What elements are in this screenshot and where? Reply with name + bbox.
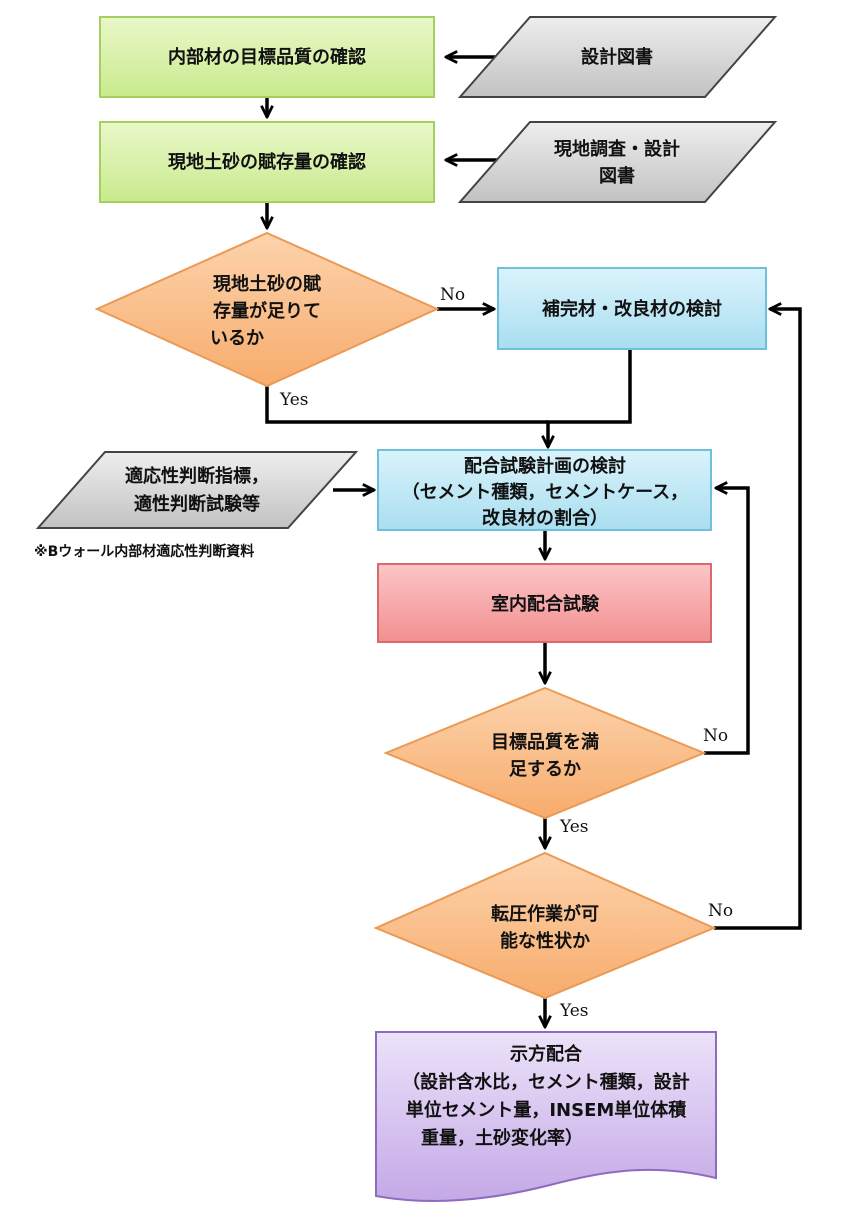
doc-site-survey-design [457,121,778,203]
label-compact-line1: 転圧作業が可 [491,903,599,925]
doc-design-drawings [457,16,778,98]
label-decision-soil-line3: いるか [210,328,264,349]
label-confirm-soil-amount: 現地土砂の賦存量の確認 [168,151,366,173]
label-yes-compact: Yes [559,1001,589,1021]
label-result-line1: （設計含水比，セメント種類，設計 [402,1071,690,1093]
box-supplement-materials [497,267,767,350]
label-yes-quality: Yes [559,817,589,837]
decision-quality-satisfied [383,686,707,820]
label-result-title: 示方配合 [510,1043,583,1065]
decision-compaction-possible [373,851,717,1000]
arrow-supplement-to-plan [548,349,632,447]
decision-soil-sufficient [94,231,440,388]
label-quality-line2: 足するか [509,759,581,780]
label-design-drawings: 設計図書 [581,46,653,68]
label-site-survey-line2: 図書 [599,166,635,187]
label-result-line2: 単位セメント量，INSEM単位体積 [406,1099,688,1121]
label-result-line3: 重量，土砂変化率） [421,1127,583,1149]
label-plan-line1: 配合試験計画の検討 [464,455,626,477]
label-no-quality: No [703,726,728,746]
arrow-compact-no-loop [714,309,802,930]
box-lab-mix-test [377,563,712,643]
label-no-soil: No [440,285,465,305]
label-decision-soil-line2: 存量が足りて [213,300,321,322]
label-index-note: ※Bウォール内部材適応性判断資料 [34,543,254,560]
label-index-line1: 適応性判断指標， [125,465,269,487]
label-no-compact: No [708,901,733,921]
label-plan-line3: 改良材の割合） [482,507,608,529]
box-mix-test-plan [377,449,712,531]
doc-specified-mix [375,1031,717,1202]
label-compact-line2: 能な性状か [500,930,590,952]
label-lab-mix-test: 室内配合試験 [491,593,600,615]
label-index-line2: 適性判断試験等 [134,493,260,515]
label-decision-soil-line1: 現地土砂の賦 [213,273,321,295]
label-quality-line1: 目標品質を満 [491,731,599,753]
label-site-survey-line1: 現地調査・設計 [554,138,680,160]
label-confirm-target-quality: 内部材の目標品質の確認 [168,46,366,68]
label-plan-line2: （セメント種類，セメントケース， [402,481,688,503]
label-supplement-materials: 補完材・改良材の検討 [541,298,722,320]
line-decision-yes-down [265,386,548,424]
label-yes-soil: Yes [279,390,309,410]
doc-adaptability-index [35,451,359,529]
arrow-quality-no-loop [704,488,750,755]
box-confirm-soil-amount [99,121,435,203]
box-confirm-target-quality [99,16,435,98]
